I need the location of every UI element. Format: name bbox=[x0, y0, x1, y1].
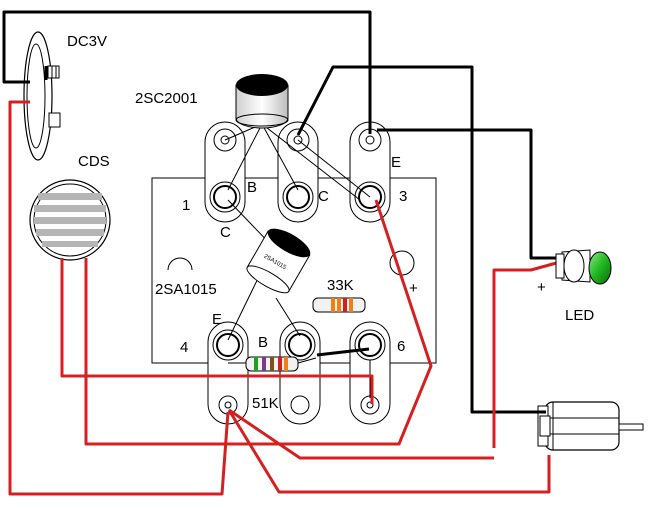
label-led: LED bbox=[565, 307, 594, 324]
black-wires bbox=[2, 10, 560, 414]
label-33k: 33K bbox=[327, 277, 354, 294]
label-51k: 51K bbox=[252, 395, 279, 412]
label-upper-c: C bbox=[318, 188, 329, 205]
battery bbox=[23, 31, 61, 161]
terminal-upper-c bbox=[277, 121, 319, 223]
label-plus-led: + bbox=[537, 279, 546, 296]
cds-sensor bbox=[29, 179, 111, 261]
terminal-upper-b bbox=[204, 121, 246, 223]
red-wire-cds-to-emitter bbox=[84, 199, 433, 446]
red-wire-terminal-to-led bbox=[228, 408, 494, 460]
red-wire-battery-to-terminal bbox=[8, 100, 230, 496]
red-wire-cds-to-resistor bbox=[60, 258, 374, 404]
resistor-33k bbox=[312, 297, 366, 313]
label-battery: DC3V bbox=[67, 33, 107, 50]
red-wire-led-to-terminal bbox=[492, 260, 561, 448]
label-pin-6: 6 bbox=[397, 338, 405, 355]
black-wire-collector-to-motor bbox=[296, 65, 546, 414]
resistor-51k bbox=[228, 356, 317, 372]
led bbox=[555, 249, 612, 285]
label-pin-3: 3 bbox=[399, 188, 407, 205]
label-lower-c: C bbox=[220, 224, 231, 241]
black-wire-emitter-to-led bbox=[377, 128, 560, 260]
red-wire-motor-to-terminal bbox=[227, 409, 551, 494]
pnp-transistor-2sa1015: 2SA1015 bbox=[246, 228, 311, 294]
label-pin-4: 4 bbox=[180, 339, 188, 356]
black-wire-33k-to-b bbox=[316, 347, 370, 357]
label-lower-b: B bbox=[258, 334, 268, 351]
label-cds: CDS bbox=[78, 153, 110, 170]
label-plus-board: + bbox=[409, 280, 418, 297]
label-upper-b: B bbox=[247, 179, 257, 196]
label-lower-e: E bbox=[212, 311, 222, 328]
terminal-lower-b bbox=[279, 321, 321, 425]
terminal-lower-e bbox=[207, 321, 249, 425]
motor bbox=[537, 401, 644, 451]
black-wire-battery-to-emitter bbox=[2, 10, 372, 134]
label-pin-1: 1 bbox=[182, 197, 190, 214]
board-hole-left bbox=[167, 257, 193, 271]
red-wires bbox=[8, 100, 561, 496]
label-pnp-transistor: 2SA1015 bbox=[155, 281, 217, 298]
label-upper-e: E bbox=[391, 154, 401, 171]
label-npn-transistor: 2SC2001 bbox=[135, 90, 198, 107]
npn-transistor-2sc2001 bbox=[235, 74, 289, 129]
terminal-upper-e bbox=[349, 121, 391, 223]
